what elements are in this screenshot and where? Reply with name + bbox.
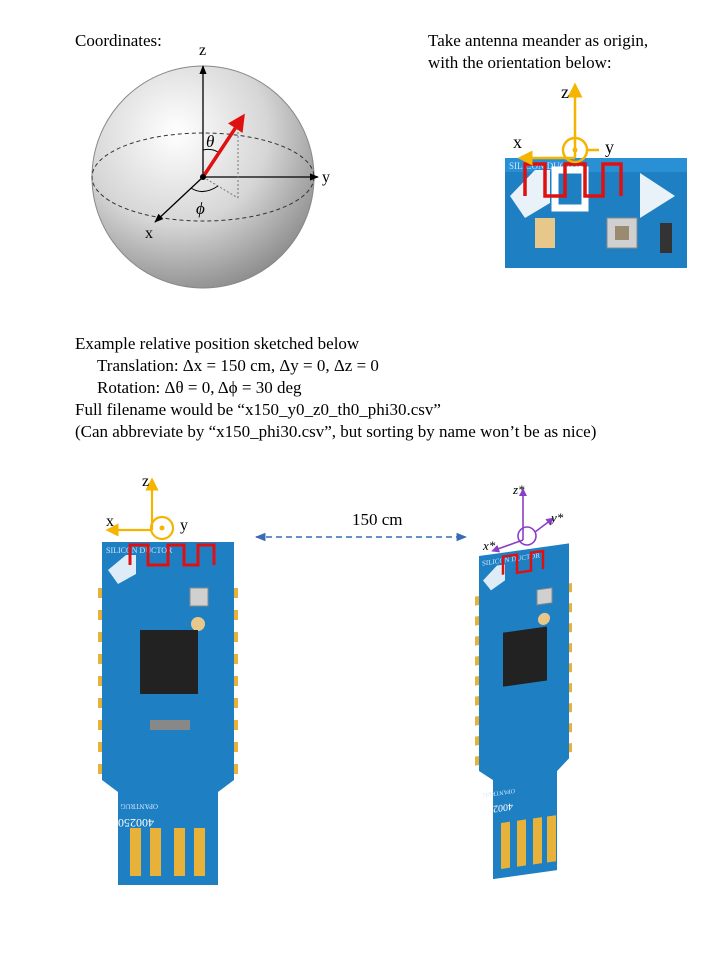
left-board-button (190, 588, 208, 606)
left-y-axis-dot (160, 526, 165, 531)
left-z-label: z (142, 473, 149, 490)
board-closeup: SILICON DUCTOR z x y (495, 78, 690, 268)
board-left: SILICON DUCTOR 400250 OPANTRUG z x y (90, 470, 250, 890)
board-closeup-component-2 (660, 223, 672, 253)
board-closeup-component (535, 218, 555, 248)
right-z-star-label: z* (512, 482, 525, 497)
origin-note-line2: with the orientation below: (428, 52, 648, 74)
example-line-abbreviation: (Can abbreviate by “x150_phi30.csv”, but… (75, 421, 596, 443)
board-right-rotated: SILICON DUCTOR 400250 OPANTRUG z* x* y* (465, 470, 615, 890)
example-line-filename: Full filename would be “x150_y0_z0_th0_p… (75, 399, 596, 421)
left-board-pcb (102, 542, 234, 885)
example-description: Example relative position sketched below… (75, 333, 596, 443)
right-board-chip (503, 626, 547, 686)
distance-indicator: 150 cm (252, 505, 472, 550)
example-line-rotation: Rotation: Δθ = 0, Δϕ = 30 deg (75, 377, 596, 399)
left-board-top-print: SILICON DUCTOR (106, 546, 173, 555)
sphere-axis-z-label: z (199, 42, 206, 59)
left-board-round-component (191, 617, 205, 631)
example-line-intro: Example relative position sketched below (75, 333, 596, 355)
origin-dot (200, 174, 206, 180)
closeup-y-label: y (605, 137, 614, 157)
theta-label: θ (206, 132, 214, 151)
left-board-model: 400250 (118, 816, 154, 830)
closeup-z-label: z (561, 82, 569, 102)
right-board-button (537, 588, 552, 605)
left-y-label: y (180, 517, 188, 534)
left-board-sub: OPANTRUG (121, 802, 158, 810)
distance-label: 150 cm (352, 510, 403, 529)
left-board-chip (140, 630, 198, 694)
phi-label: ϕ (196, 199, 205, 218)
origin-note-line1: Take antenna meander as origin, (428, 30, 648, 52)
sphere-axis-y-label: y (322, 169, 330, 186)
example-line-translation: Translation: Δx = 150 cm, Δy = 0, Δz = 0 (75, 355, 596, 377)
closeup-x-label: x (513, 132, 522, 152)
left-board-component (150, 720, 190, 730)
spherical-coordinate-diagram: z y x θ ϕ (90, 40, 350, 300)
right-y-star-label: y* (549, 510, 564, 525)
right-x-star-label: x* (482, 538, 496, 553)
right-y-star-axis-symbol (518, 527, 536, 545)
right-y-star-axis (535, 520, 551, 532)
origin-note: Take antenna meander as origin, with the… (428, 30, 648, 74)
sphere-axis-x-label: x (145, 225, 153, 242)
right-x-star-axis (495, 540, 523, 550)
closeup-y-axis-dot (573, 148, 578, 153)
board-closeup-button-cap (615, 226, 629, 240)
left-x-label: x (106, 513, 114, 530)
